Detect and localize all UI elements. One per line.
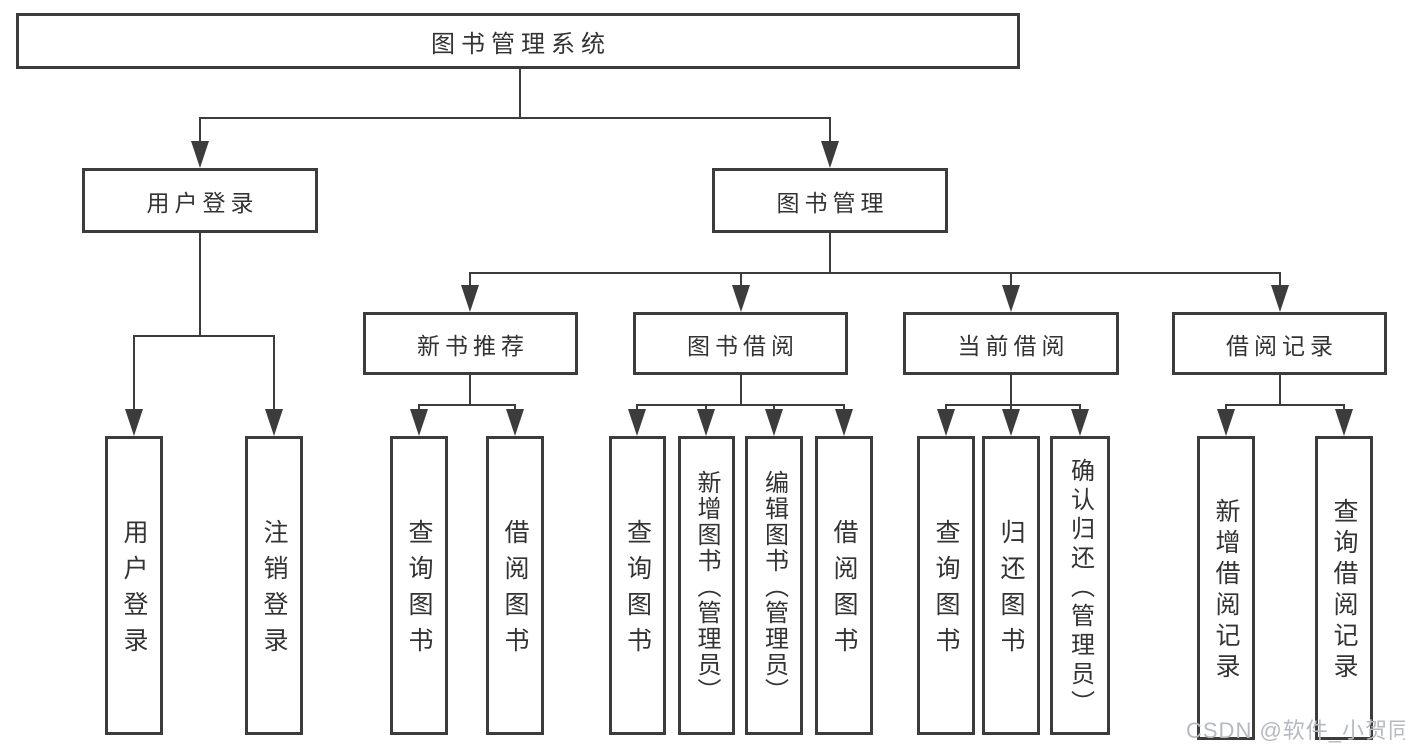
leaf-user-login: 用户登录 — [105, 436, 163, 735]
arrowhead-icon — [410, 409, 428, 436]
node-book-management: 图书管理 — [712, 168, 948, 233]
leaf-query-borrow-record: 查询借阅记录 — [1315, 436, 1373, 740]
arrowhead-icon — [937, 409, 955, 436]
arrowhead-icon — [628, 409, 646, 436]
watermark: CSDN @软件_小贺同学 — [1186, 718, 1405, 743]
leaf-borrow-books-1: 借阅图书 — [486, 436, 544, 735]
leaf-add-books-admin-label: 新增图书（管理员） — [693, 469, 720, 704]
leaf-query-books-1-label: 查询图书 — [405, 519, 433, 663]
node-book-management-label: 图书管理 — [776, 189, 889, 216]
leaf-query-books-2: 查询图书 — [609, 436, 666, 735]
leaf-query-borrow-record-label: 查询借阅记录 — [1330, 498, 1358, 684]
node-root-label: 图书管理系统 — [431, 30, 611, 58]
leaf-add-books-admin: 新增图书（管理员） — [678, 436, 735, 735]
node-root-library-system: 图书管理系统 — [16, 13, 1020, 69]
arrowhead-icon — [732, 285, 750, 312]
leaf-return-books-label: 归还图书 — [997, 519, 1025, 663]
arrowhead-icon — [1335, 409, 1353, 436]
leaf-logout-label: 注销登录 — [260, 519, 288, 663]
node-new-book-recommend: 新书推荐 — [363, 312, 578, 375]
leaf-return-books: 归还图书 — [982, 436, 1040, 735]
arrowhead-icon — [835, 409, 853, 436]
arrowhead-icon — [821, 141, 839, 168]
arrowhead-icon — [1002, 409, 1020, 436]
arrowhead-icon — [191, 141, 209, 168]
leaf-user-login-label: 用户登录 — [120, 519, 148, 663]
leaf-query-books-3: 查询图书 — [917, 436, 975, 735]
arrowhead-icon — [697, 409, 715, 436]
arrowhead-icon — [1217, 409, 1235, 436]
arrowhead-icon — [1271, 285, 1289, 312]
node-book-borrowing-label: 图书借阅 — [687, 332, 799, 359]
leaf-borrow-books-2: 借阅图书 — [815, 436, 873, 735]
arrowhead-icon — [506, 409, 524, 436]
node-current-borrowing: 当前借阅 — [903, 312, 1119, 375]
arrowhead-icon — [125, 409, 143, 436]
arrowhead-icon — [265, 409, 283, 436]
node-borrowing-records: 借阅记录 — [1172, 312, 1387, 375]
leaf-logout: 注销登录 — [245, 436, 303, 735]
leaf-query-books-1: 查询图书 — [390, 436, 448, 735]
node-current-borrowing-label: 当前借阅 — [957, 332, 1070, 359]
arrowhead-icon — [1071, 409, 1089, 436]
arrowhead-icon — [1002, 285, 1020, 312]
leaf-borrow-books-2-label: 借阅图书 — [830, 519, 858, 663]
node-user-login: 用户登录 — [82, 168, 318, 233]
leaf-query-books-3-label: 查询图书 — [932, 519, 960, 663]
leaf-confirm-return-admin: 确认归还（管理员） — [1050, 436, 1110, 735]
node-new-book-recommend-label: 新书推荐 — [417, 332, 529, 359]
leaf-confirm-return-admin-label: 确认归还（管理员） — [1066, 457, 1094, 719]
leaf-query-books-2-label: 查询图书 — [623, 519, 652, 663]
leaf-edit-books-admin: 编辑图书（管理员） — [745, 436, 803, 735]
arrowhead-icon — [461, 285, 479, 312]
leaf-edit-books-admin-label: 编辑图书（管理员） — [760, 469, 788, 704]
leaf-add-borrow-record: 新增借阅记录 — [1197, 436, 1255, 740]
leaf-borrow-books-1-label: 借阅图书 — [501, 519, 529, 663]
node-user-login-label: 用户登录 — [146, 189, 259, 216]
leaf-add-borrow-record-label: 新增借阅记录 — [1212, 498, 1240, 684]
node-book-borrowing: 图书借阅 — [633, 312, 848, 375]
node-borrowing-records-label: 借阅记录 — [1226, 332, 1338, 359]
arrowhead-icon — [765, 409, 783, 436]
